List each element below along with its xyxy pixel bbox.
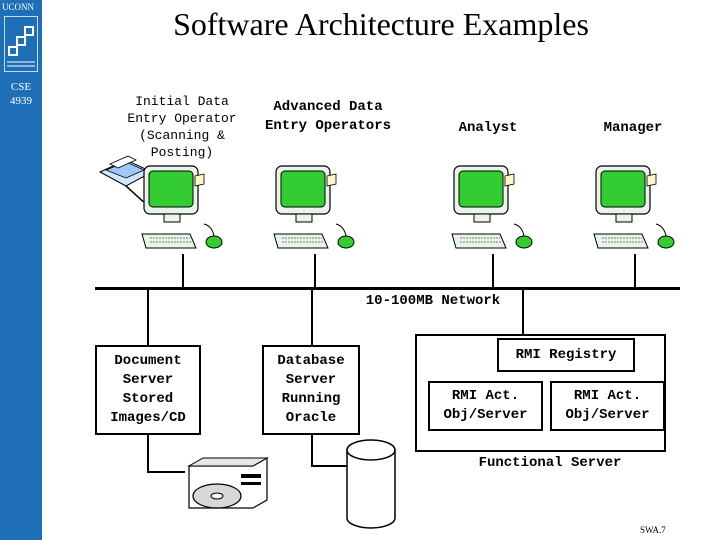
rmi-registry-label: RMI Registry — [515, 346, 617, 363]
course-code: CSE — [10, 81, 32, 93]
functional-server-label: Functional Server — [478, 455, 622, 471]
course-number: 4939 — [10, 95, 32, 107]
uconn-logo-icon — [4, 16, 38, 72]
cd-drive-icon — [187, 456, 269, 509]
slide-number: SWA.7 — [640, 525, 666, 535]
workstation-label-analyst: Analyst — [458, 120, 518, 136]
rmi-act-obj-box-2: RMI Act. Obj/Server — [550, 381, 665, 431]
document-server-box: Document Server Stored Images/CD — [95, 345, 201, 435]
database-server-box: Database Server Running Oracle — [262, 345, 360, 435]
computer-icon-analyst — [451, 165, 533, 249]
network-backbone — [95, 287, 680, 290]
connector-database-server — [311, 288, 313, 346]
connector-database-storage — [311, 435, 313, 467]
connector-document-storage-h — [147, 471, 185, 473]
workstation-label-initial-entry: Initial Data Entry Operator (Scanning & … — [127, 94, 237, 160]
connector-document-server — [147, 288, 149, 346]
rmi-act-obj-box-1: RMI Act. Obj/Server — [428, 381, 543, 431]
connector-database-storage-h — [311, 465, 347, 467]
connector-initial-entry — [182, 254, 184, 288]
workstation-label-advanced-entry: Advanced Data Entry Operators — [264, 99, 392, 134]
course-label: CSE 4939 — [0, 80, 42, 108]
connector-advanced-entry — [314, 254, 316, 288]
rmi-act-obj-label-1: RMI Act. Obj/Server — [443, 388, 528, 423]
database-cylinder-icon — [346, 439, 396, 529]
connector-analyst — [492, 254, 494, 288]
database-server-label: Database Server Running Oracle — [277, 353, 345, 426]
connector-manager — [634, 254, 636, 288]
connector-document-storage — [147, 435, 149, 473]
computer-icon-initial-entry — [141, 165, 223, 249]
rmi-act-obj-label-2: RMI Act. Obj/Server — [565, 388, 650, 423]
computer-icon-manager — [593, 165, 675, 249]
sidebar: UCONN CSE 4939 — [0, 0, 42, 540]
computer-icon-advanced-entry — [273, 165, 355, 249]
connector-functional-server — [522, 288, 524, 336]
workstation-label-manager: Manager — [603, 120, 663, 136]
document-server-label: Document Server Stored Images/CD — [110, 353, 186, 426]
network-label: 10-100MB Network — [365, 293, 501, 309]
page-title: Software Architecture Examples — [173, 6, 589, 42]
rmi-registry-box: RMI Registry — [497, 338, 635, 372]
logo-text: UCONN — [2, 2, 35, 12]
